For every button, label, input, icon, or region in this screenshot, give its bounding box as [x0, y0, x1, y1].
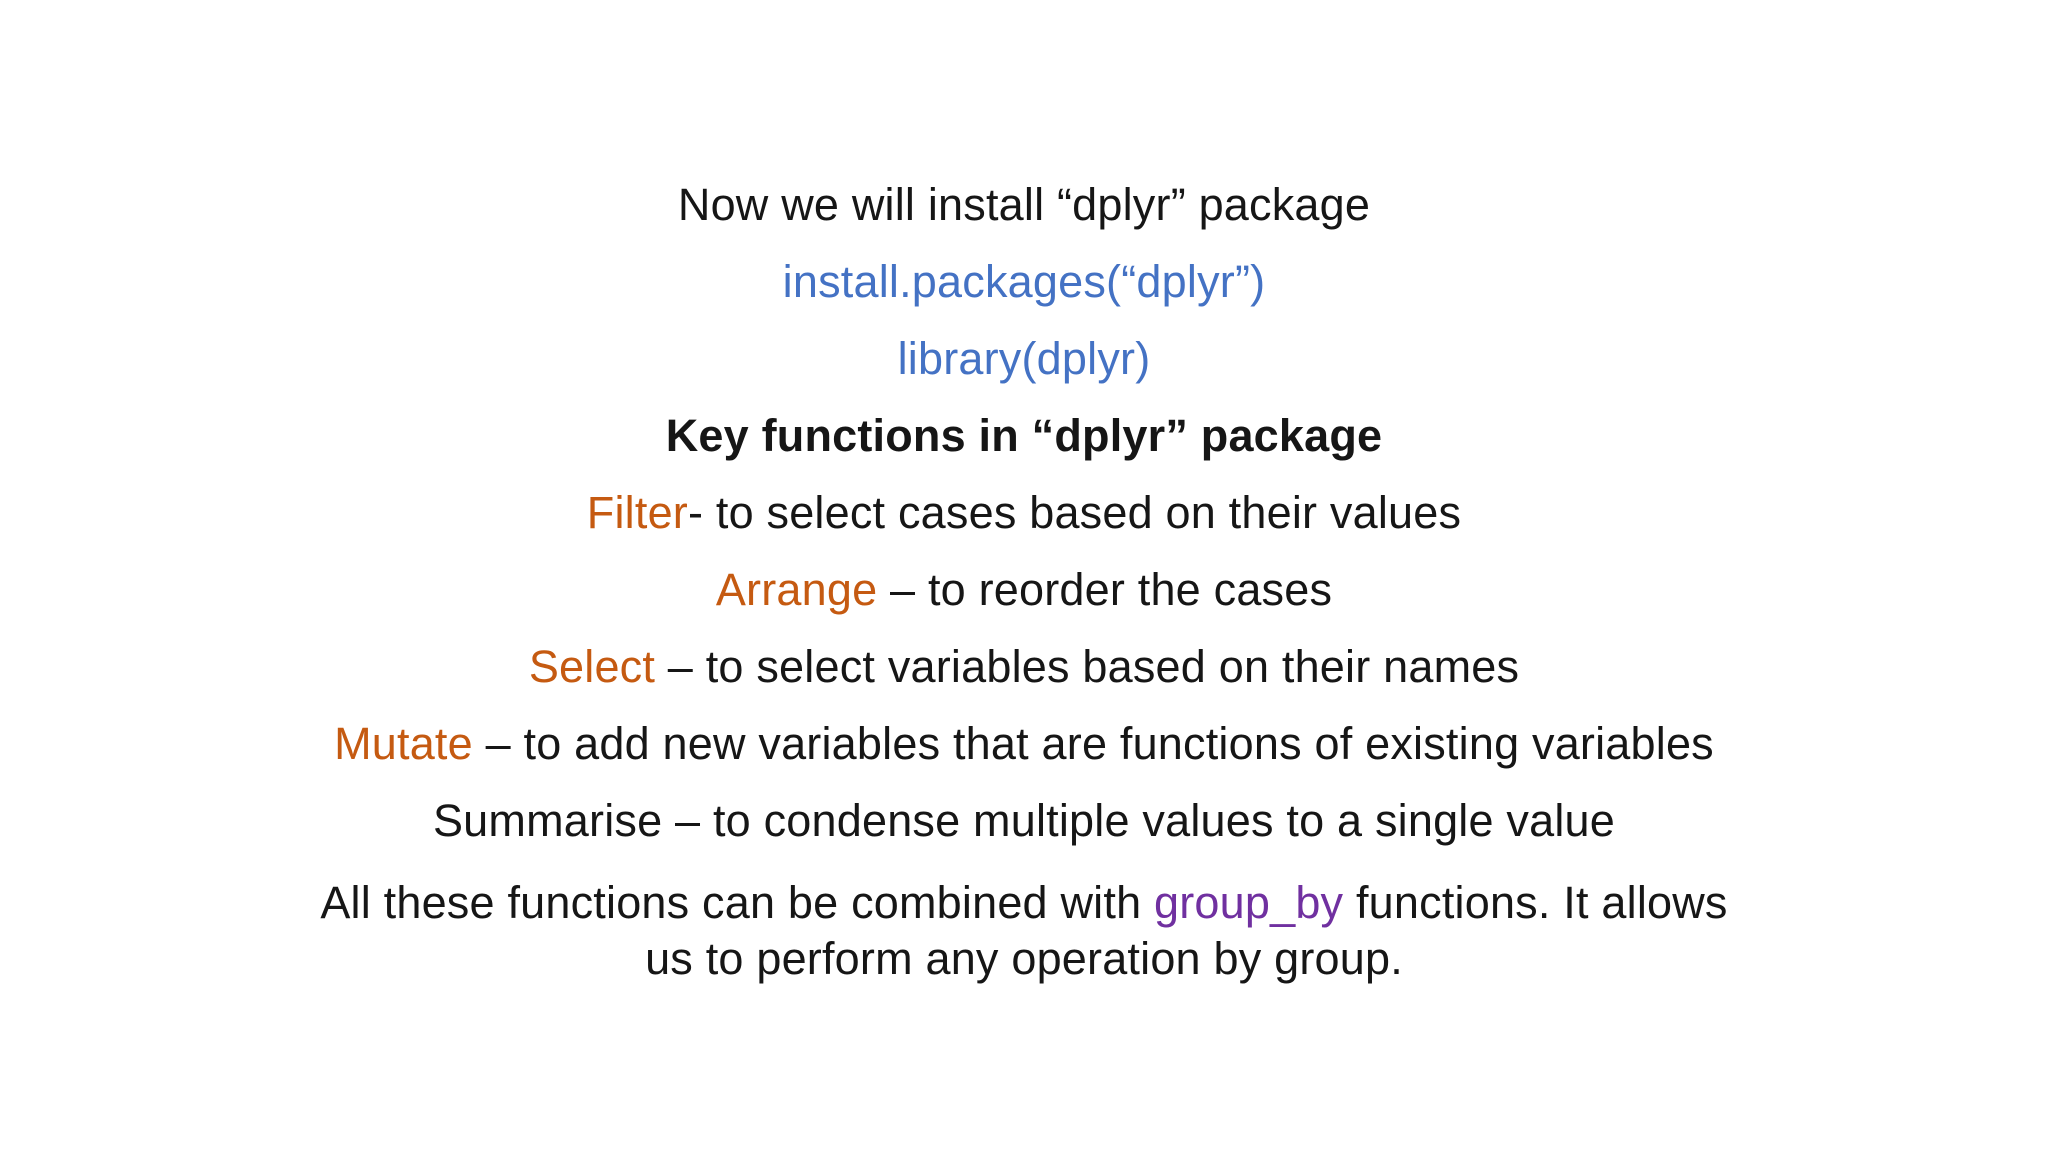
arrange-description: – to reorder the cases	[877, 564, 1333, 615]
install-packages-command: install.packages(“dplyr”)	[782, 256, 1266, 307]
group-by-paragraph: All these functions can be combined with…	[144, 875, 1904, 987]
combined-suffix-text: functions. It allows	[1343, 877, 1728, 928]
mutate-line: Mutate – to add new variables that are f…	[144, 705, 1904, 782]
slide-text-block: Now we will install “dplyr” package inst…	[144, 166, 1904, 987]
select-line: Select – to select variables based on th…	[144, 628, 1904, 705]
library-command: library(dplyr)	[897, 333, 1151, 384]
arrange-line: Arrange – to reorder the cases	[144, 551, 1904, 628]
filter-description: - to select cases based on their values	[687, 487, 1462, 538]
select-description: – to select variables based on their nam…	[655, 641, 1520, 692]
select-function-name: Select	[528, 641, 656, 692]
group-by-function-name: group_by	[1154, 877, 1344, 928]
arrange-function-name: Arrange	[715, 564, 878, 615]
combined-prefix-text: All these functions can be combined with	[320, 877, 1155, 928]
key-functions-heading: Key functions in “dplyr” package	[665, 410, 1383, 461]
summarise-line: Summarise – to condense multiple values …	[432, 795, 1616, 846]
group-by-paragraph-line-2: us to perform any operation by group.	[645, 933, 1403, 984]
filter-function-name: Filter	[586, 487, 688, 538]
intro-text: Now we will install “dplyr” package	[677, 179, 1371, 230]
mutate-function-name: Mutate	[334, 718, 473, 769]
mutate-description: – to add new variables that are function…	[472, 718, 1714, 769]
filter-line: Filter- to select cases based on their v…	[144, 474, 1904, 551]
group-by-paragraph-line-1: All these functions can be combined with…	[144, 875, 1904, 931]
